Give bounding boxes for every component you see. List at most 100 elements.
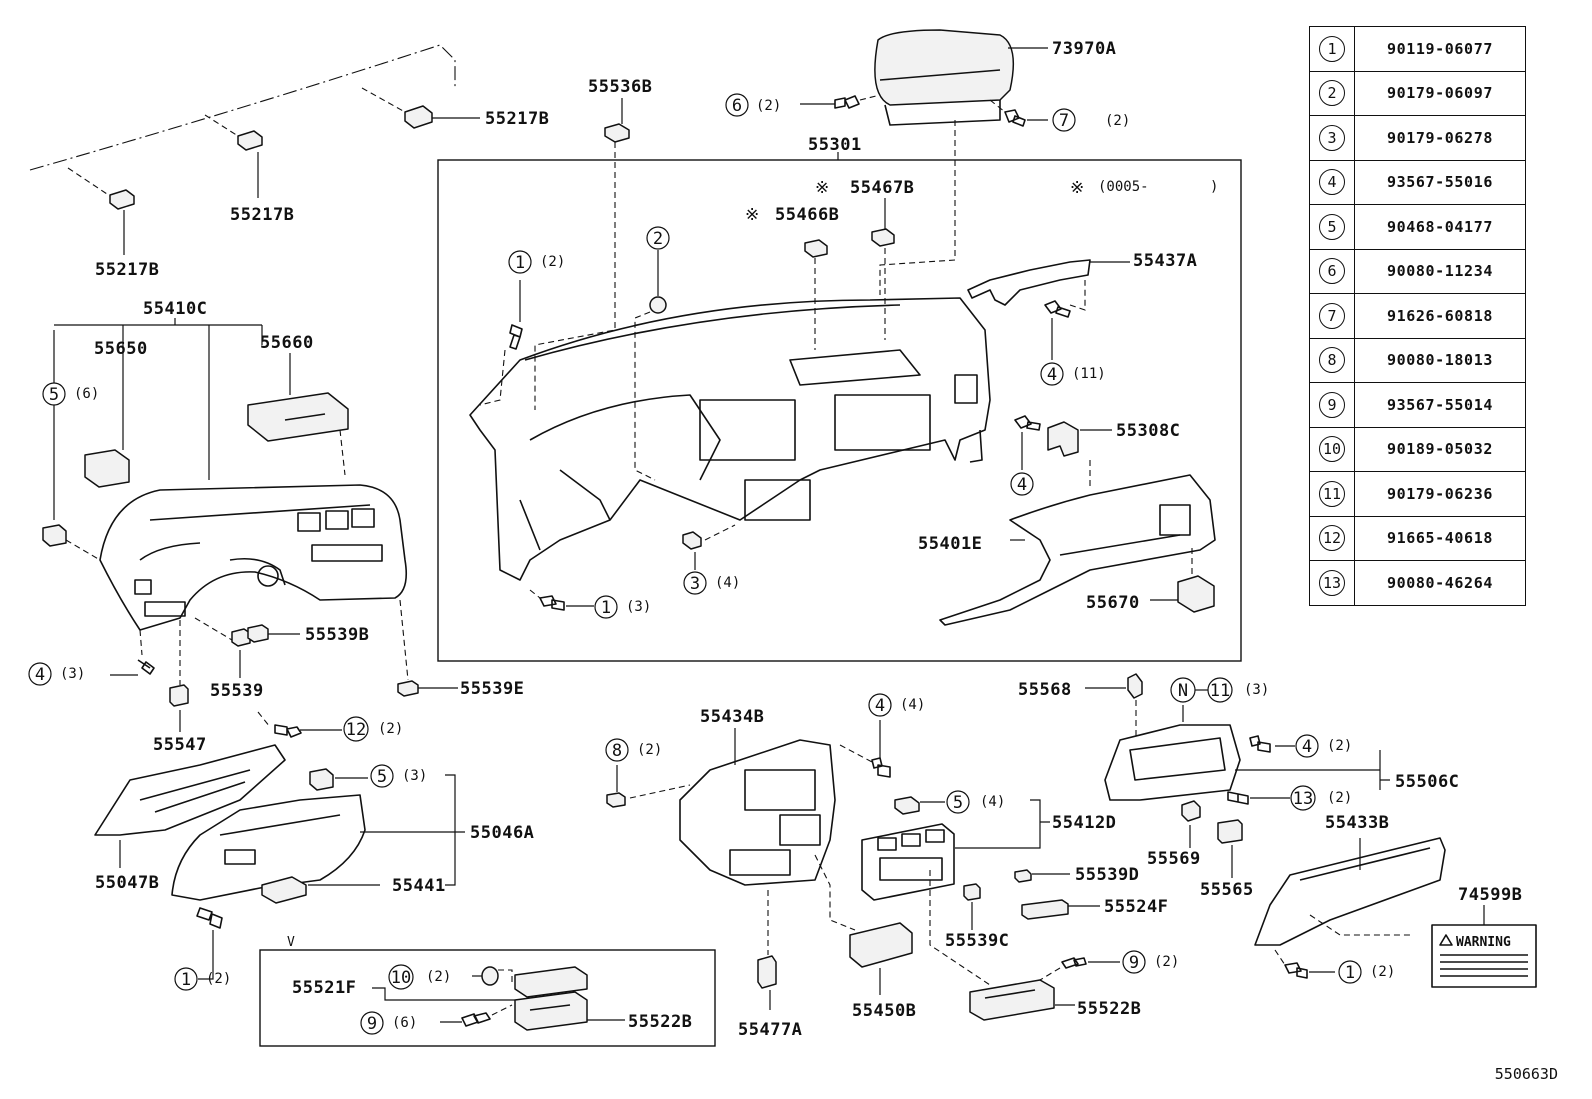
bracket-55046A [445,774,465,886]
qty-6: (2) [756,98,781,114]
legend-part-number: 90080-11234 [1354,248,1526,294]
screw-7 [989,99,1048,127]
legend-key-circle: 1 [1319,35,1345,62]
glove-box-door-55506C [1104,705,1390,801]
marker-2: 2 [653,229,663,249]
legend-key: 7 [1309,293,1355,339]
vent-55660 [247,392,349,476]
legend-row: 2 90179-06097 [1309,70,1526,116]
qty-1-lower-left: (2) [206,971,231,987]
label-55539B: 55539B [305,625,369,645]
qty-9-center: (2) [1154,954,1179,970]
label-55522B-view: 55522B [628,1012,692,1032]
warning-label-text: WARNING [1456,935,1511,950]
warning-label-74599B [1431,905,1537,988]
marker-5-lower: 5 [377,767,387,787]
marker-8: 8 [612,741,622,761]
legend-key-circle: 8 [1319,347,1345,374]
legend-key-circle: 12 [1319,525,1345,552]
screw-4-right [1249,735,1295,753]
reference-markers: 6 (2) 7 (2) 1 (2) 2 4 (11) 4 5 (6) 3 (4)… [28,93,1395,1035]
qty-12: (2) [378,721,403,737]
marker-5-center: 5 [953,793,963,813]
legend-row: 8 90080-18013 [1309,337,1526,383]
windshield-outline [29,44,456,171]
label-55547: 55547 [153,735,207,755]
label-55565: 55565 [1200,880,1254,900]
label-55217B-left: 55217B [95,260,159,280]
switch-55524F [1021,899,1100,920]
label-55477A: 55477A [738,1020,802,1040]
legend-part-number: 90119-06077 [1354,26,1526,72]
marker-7: 7 [1059,111,1069,131]
label-55539E: 55539E [460,679,524,699]
label-55524F: 55524F [1104,897,1168,917]
qty-3: (4) [715,575,740,591]
nut-3 [682,524,736,570]
marker-13: 13 [1293,789,1313,809]
legend-key-circle: 2 [1319,80,1345,107]
qty-4-right: (2) [1327,738,1352,754]
clip-55539C [963,883,981,930]
label-55569: 55569 [1147,849,1201,869]
marker-1-lower-left: 1 [181,970,191,990]
qty-11: (3) [1244,682,1269,698]
clip-55539E [397,599,458,697]
damper-55569 [1181,800,1201,848]
marker-1-mid: 1 [601,598,611,618]
label-55434B: 55434B [700,707,764,727]
marker-4-mid: 4 [1017,475,1027,495]
bracket-55412D [1030,799,1050,849]
center-cluster-55434B [629,728,836,886]
defroster-nozzle-right [361,87,480,129]
qty-5-left: (6) [74,386,99,402]
label-55047B: 55047B [95,873,159,893]
marker-N: N [1178,681,1188,701]
legend-part-number: 91626-60818 [1354,293,1526,339]
label-55401E: 55401E [918,534,982,554]
legend-part-number: 90179-06236 [1354,471,1526,517]
legend-part-number: 90080-18013 [1354,337,1526,383]
qty-4-upper: (11) [1072,366,1106,382]
note-range: (0005- [1098,179,1149,195]
qty-13: (2) [1327,790,1352,806]
bracket-55437A [967,259,1130,306]
bracket-55410C [53,318,263,520]
note-range-close: ) [1210,179,1218,195]
legend-key: 3 [1309,115,1355,161]
note-star-55466B: ※ [745,205,759,225]
label-55539: 55539 [210,681,264,701]
legend-key: 6 [1309,248,1355,294]
label-73970A: 73970A [1052,39,1116,59]
clip-55568 [1085,673,1143,740]
air-bag-73970A [874,29,1048,295]
screw-13 [1227,791,1290,805]
legend-key-circle: 10 [1319,436,1345,463]
legend-key-circle: 9 [1319,391,1345,418]
marker-4-center: 4 [875,696,885,716]
marker-4-left: 4 [35,665,45,685]
qty-4-left: (3) [60,666,85,682]
legend-part-number: 90179-06097 [1354,70,1526,116]
qty-1-upper: (2) [540,254,565,270]
legend-row: 1 90119-06077 [1309,26,1526,72]
screw-9-view [440,1004,513,1027]
lead-55521F [372,987,515,1001]
qty-8: (2) [637,742,662,758]
clip-5-lower [309,768,368,791]
callout-labels: 73970A 55536B 55217B 55217B 55217B 55301… [94,39,1522,1040]
qty-4-center: (4) [900,697,925,713]
legend-key-circle: 6 [1319,258,1345,285]
clip-55467B [871,198,895,340]
label-55217B-mid: 55217B [230,205,294,225]
marker-9-view: 9 [367,1014,377,1034]
qty-10: (2) [426,969,451,985]
label-55650: 55650 [94,339,148,359]
legend-key: 11 [1309,471,1355,517]
marker-4-upper: 4 [1047,365,1057,385]
legend-key: 9 [1309,382,1355,428]
